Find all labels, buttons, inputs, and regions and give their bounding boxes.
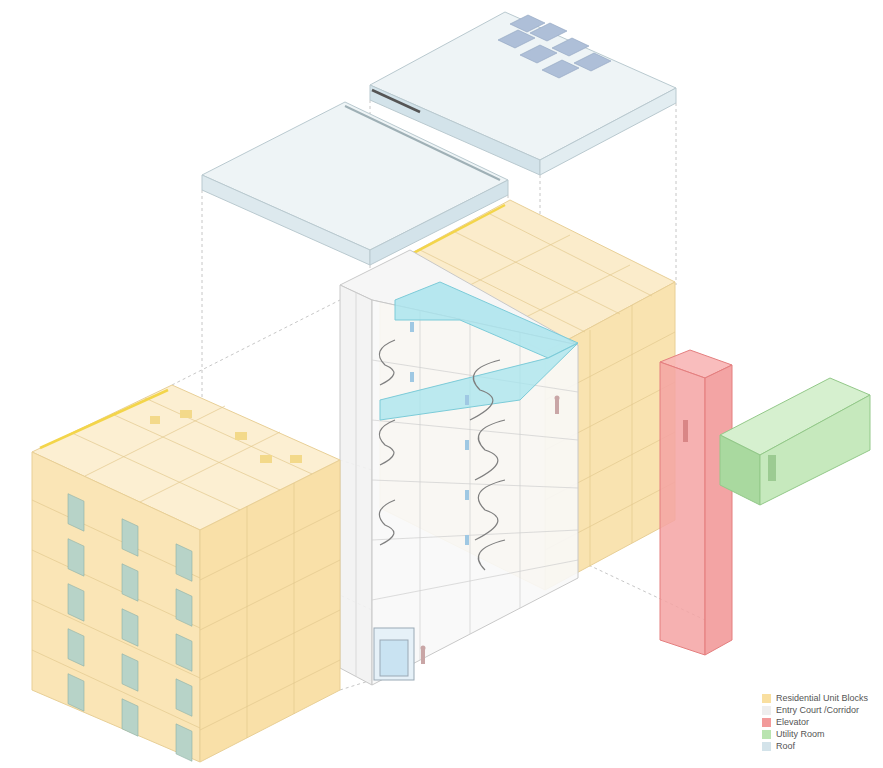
legend-row: Roof	[762, 740, 868, 752]
legend-swatch	[762, 718, 771, 727]
legend: Residential Unit BlocksEntry Court /Corr…	[762, 692, 868, 752]
legend-swatch	[762, 694, 771, 703]
window	[176, 679, 192, 716]
window	[122, 654, 138, 691]
legend-row: Entry Court /Corridor	[762, 704, 868, 716]
window	[176, 634, 192, 671]
legend-row: Elevator	[762, 716, 868, 728]
legend-text: Roof	[776, 740, 795, 752]
window	[122, 609, 138, 646]
window	[68, 674, 84, 711]
window	[176, 544, 192, 581]
window	[122, 519, 138, 556]
window	[68, 584, 84, 621]
legend-text: Residential Unit Blocks	[776, 692, 868, 704]
legend-swatch	[762, 742, 771, 751]
window	[68, 629, 84, 666]
legend-text: Utility Room	[776, 728, 825, 740]
window	[68, 539, 84, 576]
legend-swatch	[762, 706, 771, 715]
legend-text: Elevator	[776, 716, 809, 728]
legend-text: Entry Court /Corridor	[776, 704, 859, 716]
window	[122, 699, 138, 736]
window	[122, 564, 138, 601]
window	[176, 589, 192, 626]
legend-row: Utility Room	[762, 728, 868, 740]
window	[176, 724, 192, 761]
legend-row: Residential Unit Blocks	[762, 692, 868, 704]
window	[68, 494, 84, 531]
legend-swatch	[762, 730, 771, 739]
